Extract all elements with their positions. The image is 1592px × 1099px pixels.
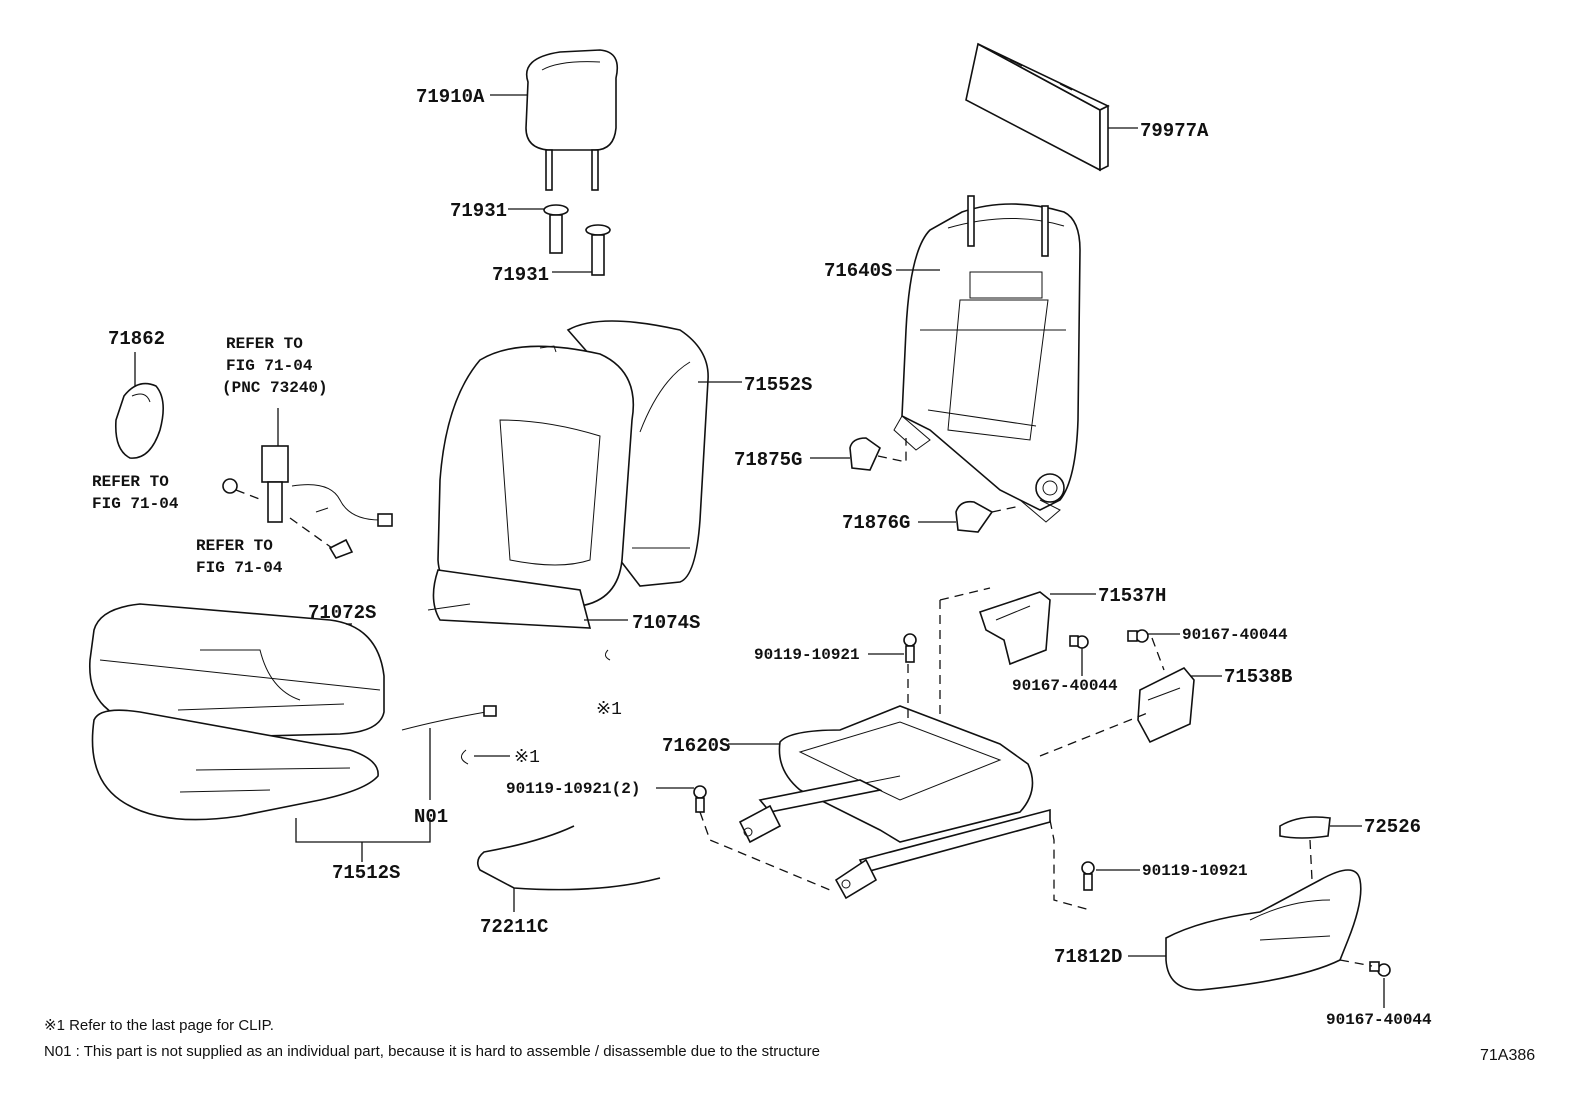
- label-71074s: 71074S: [632, 612, 700, 634]
- footnote-clip: ※1 Refer to the last page for CLIP.: [44, 1017, 274, 1034]
- label-71812d: 71812D: [1054, 946, 1122, 968]
- seat-frame-wire-drawing: [476, 825, 661, 891]
- label-90167-40044-c: 90167-40044: [1326, 1011, 1432, 1029]
- seat-adjuster-drawing: [738, 705, 1051, 900]
- label-72526: 72526: [1364, 816, 1421, 838]
- clip-mark-2: ※1: [514, 748, 540, 768]
- label-90119-10921-2: 90119-10921(2): [506, 780, 640, 798]
- headrest-drawing: [525, 49, 619, 191]
- label-90119-10921-a: 90119-10921: [754, 646, 860, 664]
- assembly-guide-lines: [699, 438, 1373, 967]
- label-90167-40044-a: 90167-40044: [1182, 626, 1288, 644]
- clip-drawing-2: [461, 749, 469, 765]
- label-71931-lower: 71931: [492, 264, 549, 286]
- label-71552s: 71552S: [744, 374, 812, 396]
- hinge-cover-drawings: [849, 437, 994, 533]
- bolt-drawings: [693, 629, 1391, 977]
- label-71620s: 71620S: [662, 735, 730, 757]
- refer-3-line-2: FIG 71-04: [196, 559, 283, 577]
- seat-wire-drawing: [401, 705, 497, 731]
- refer-1-line-3: (PNC 73240): [222, 379, 328, 397]
- label-71875g: 71875G: [734, 449, 802, 471]
- seatback-frame-drawing: [893, 195, 1081, 523]
- label-71876g: 71876G: [842, 512, 910, 534]
- clip-drawing: [604, 649, 611, 661]
- label-71862: 71862: [108, 328, 165, 350]
- refer-1-line-2: FIG 71-04: [226, 357, 313, 375]
- footnote-n01: N01 : This part is not supplied as an in…: [44, 1043, 820, 1060]
- label-71512s: 71512S: [332, 862, 400, 884]
- seatback-cover-drawing: [427, 320, 709, 629]
- label-90167-40044-b: 90167-40044: [1012, 677, 1118, 695]
- label-n01: N01: [414, 806, 448, 828]
- part-labels: 71910A 79977A 71931 71931 71640S 71862 7…: [108, 86, 1432, 1029]
- diagram-code: 71A386: [1480, 1047, 1536, 1064]
- refer-2-line-1: REFER TO: [92, 473, 169, 491]
- seatback-pad-drawing: [965, 42, 1110, 172]
- label-90119-10921-c: 90119-10921: [1142, 862, 1248, 880]
- headrest-support-drawing: [543, 204, 611, 276]
- label-72211c: 72211C: [480, 916, 548, 938]
- label-71537h: 71537H: [1098, 585, 1166, 607]
- label-79977a: 79977A: [1140, 120, 1209, 142]
- label-71910a: 71910A: [416, 86, 485, 108]
- recliner-knob-drawing: [1279, 816, 1331, 839]
- refer-1-line-1: REFER TO: [226, 335, 303, 353]
- label-71538b: 71538B: [1224, 666, 1292, 688]
- buckle-cover-drawing: [114, 382, 164, 459]
- refer-labels: REFER TO FIG 71-04 (PNC 73240) REFER TO …: [92, 335, 328, 577]
- refer-2-line-2: FIG 71-04: [92, 495, 179, 513]
- seat-belt-buckle-drawing: [222, 445, 393, 559]
- clip-mark-1: ※1: [596, 700, 622, 720]
- bracket-drawings: [978, 591, 1195, 744]
- label-71072s: 71072S: [308, 602, 376, 624]
- label-71640s: 71640S: [824, 260, 892, 282]
- seat-cushion-drawing: [88, 603, 385, 821]
- refer-3-line-1: REFER TO: [196, 537, 273, 555]
- seat-shield-drawing: [1165, 869, 1362, 991]
- label-71931-upper: 71931: [450, 200, 507, 222]
